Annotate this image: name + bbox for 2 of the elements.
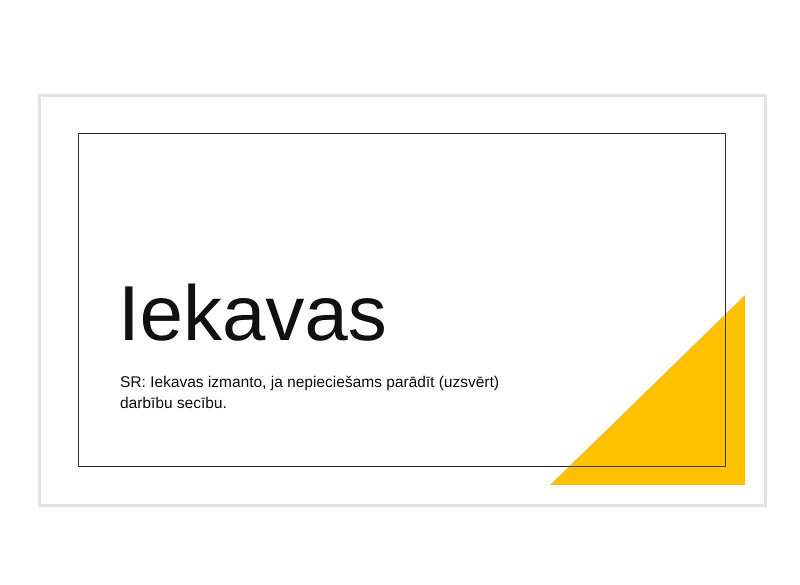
subtitle-text: SR: Iekavas izmanto, ja nepieciešams parādīt (uzsvērt) darbību secību. [120,373,500,414]
slide-title: Iekavas [118,268,387,358]
